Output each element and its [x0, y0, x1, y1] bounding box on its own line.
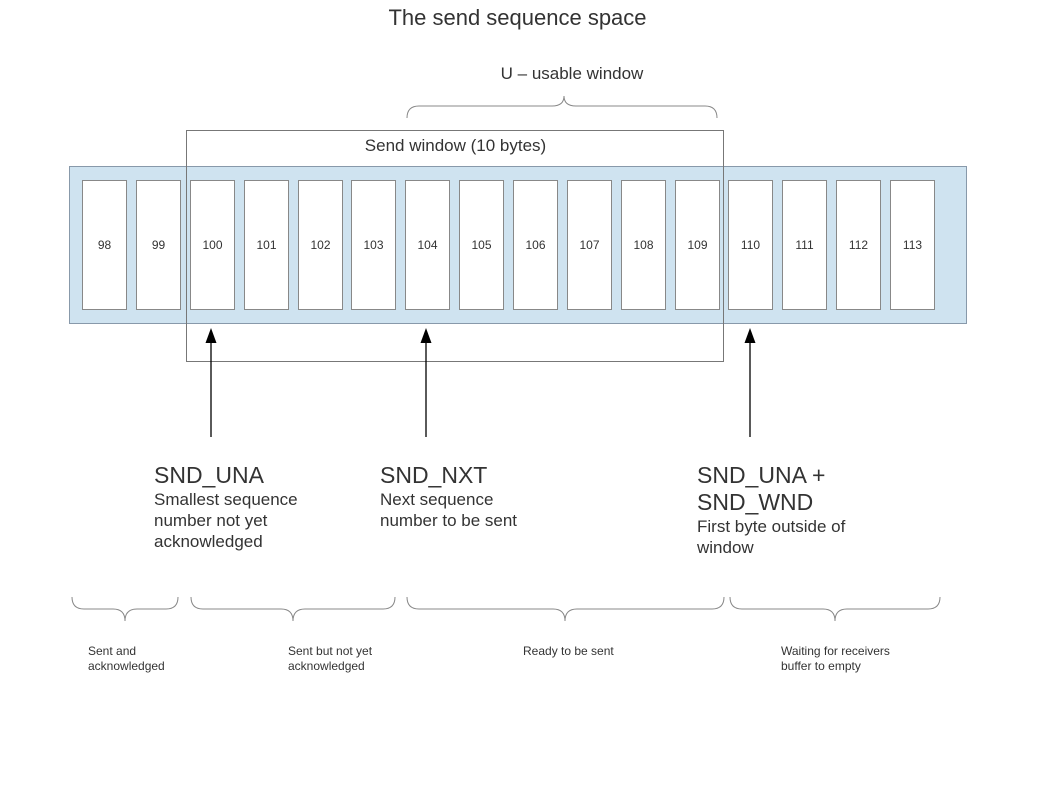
usable-window-brace [406, 95, 718, 119]
region-label-line: Sent but not yet [288, 644, 373, 658]
region-label-sent-acked: Sent and acknowledged [88, 644, 165, 674]
region-label-line: Ready to be sent [523, 644, 614, 658]
sequence-cell-110: 110 [728, 180, 773, 310]
brace-sent-unacked [190, 596, 396, 622]
sequence-cell-104: 104 [405, 180, 450, 310]
sequence-cell-112: 112 [836, 180, 881, 310]
send-window-label: Send window (10 bytes) [364, 136, 547, 155]
snd-una-desc-line: number not yet [154, 511, 268, 530]
region-label-sent-unacked: Sent but not yet acknowledged [288, 644, 372, 674]
sequence-cell-98: 98 [82, 180, 127, 310]
snd-wnd-title-line: SND_UNA + [697, 462, 826, 488]
sequence-cell-113: 113 [890, 180, 935, 310]
region-label-waiting: Waiting for receivers buffer to empty [781, 644, 890, 674]
sequence-cell-102: 102 [298, 180, 343, 310]
sequence-cell-99: 99 [136, 180, 181, 310]
snd-nxt-label: SND_NXT Next sequence number to be sent [380, 462, 517, 531]
snd-wnd-title-line: SND_WND [697, 489, 814, 515]
region-label-line: Sent and [88, 644, 137, 658]
region-label-ready: Ready to be sent [523, 644, 614, 659]
sequence-cell-105: 105 [459, 180, 504, 310]
sequence-cell-109: 109 [675, 180, 720, 310]
usable-window-label: U – usable window [500, 64, 644, 83]
snd-una-label: SND_UNA Smallest sequence number not yet… [154, 462, 298, 552]
sequence-cell-111: 111 [782, 180, 827, 310]
snd-nxt-arrow-head [420, 328, 432, 343]
sequence-cell-106: 106 [513, 180, 558, 310]
brace-ready [406, 596, 725, 622]
snd-una-arrow-head [205, 328, 217, 343]
diagram-title: The send sequence space [388, 5, 647, 30]
sequence-cell-101: 101 [244, 180, 289, 310]
snd-nxt-title: SND_NXT [380, 462, 488, 488]
region-label-line: Waiting for receivers [781, 644, 890, 658]
snd-una-title: SND_UNA [154, 462, 264, 488]
brace-waiting [729, 596, 941, 622]
brace-sent-acked [71, 596, 179, 622]
send-window-box [186, 130, 724, 362]
snd-nxt-desc-line: number to be sent [380, 511, 518, 530]
region-label-line: buffer to empty [781, 659, 861, 673]
snd-una-desc-line: Smallest sequence [154, 490, 298, 509]
region-label-line: acknowledged [88, 659, 165, 673]
snd-una-desc-line: acknowledged [154, 532, 263, 551]
snd-wnd-label: SND_UNA + SND_WND First byte outside of … [697, 462, 845, 558]
sequence-cell-107: 107 [567, 180, 612, 310]
sequence-cell-100: 100 [190, 180, 235, 310]
sequence-cell-108: 108 [621, 180, 666, 310]
snd-wnd-desc-line: First byte outside of [697, 517, 846, 536]
snd-wnd-arrow-head [744, 328, 756, 343]
snd-nxt-desc-line: Next sequence [380, 490, 494, 509]
snd-wnd-desc-line: window [697, 538, 754, 557]
region-label-line: acknowledged [288, 659, 365, 673]
sequence-cell-103: 103 [351, 180, 396, 310]
